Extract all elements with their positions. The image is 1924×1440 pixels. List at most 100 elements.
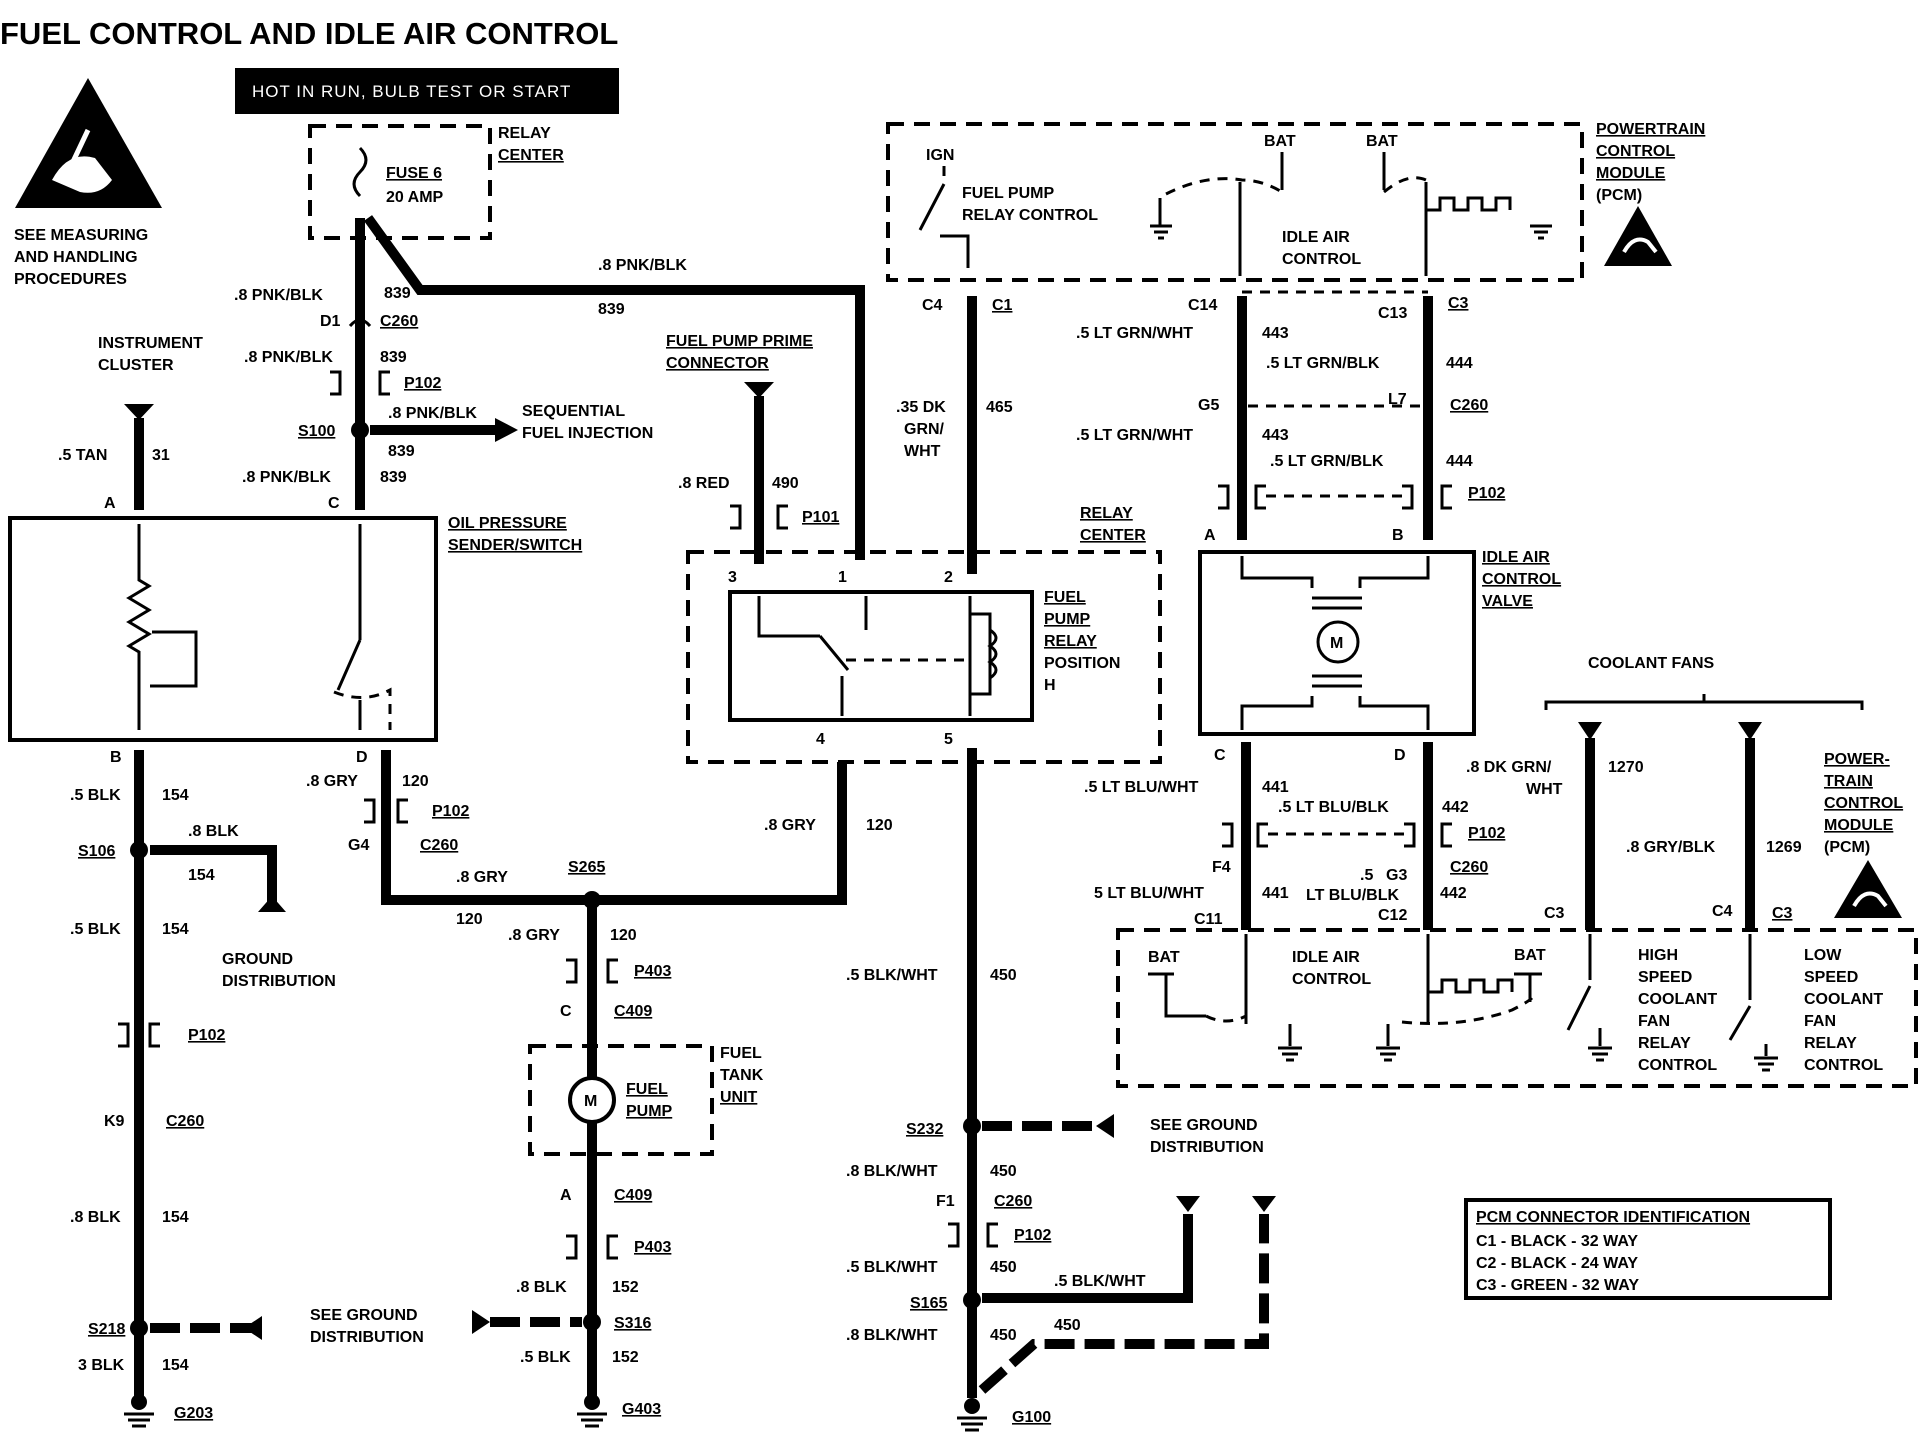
- wire-450-label-a: .5 BLK/WHT: [846, 967, 938, 984]
- high-speed-6: CONTROL: [1638, 1057, 1717, 1074]
- pin-a-iac: A: [1204, 527, 1216, 544]
- coolant-fans-bracket: [1544, 694, 1864, 710]
- conn-g100: G100: [1012, 1409, 1051, 1426]
- esd-note-1: SEE MEASURING: [14, 227, 148, 244]
- pcm-label-4: (PCM): [1596, 187, 1642, 204]
- p102-connector-a: [330, 370, 390, 396]
- low-speed-3: COOLANT: [1804, 991, 1883, 1008]
- wire-450-label-c: .5 BLK/WHT: [846, 1259, 938, 1276]
- ign-label: IGN: [926, 147, 954, 164]
- wire-154-num-c: 154: [162, 921, 189, 938]
- hot-banner-text: HOT IN RUN, BULB TEST OR START: [252, 82, 571, 101]
- wire-444-num-a: 444: [1446, 355, 1473, 372]
- low-speed-4: FAN: [1804, 1013, 1836, 1030]
- wire-444-label-a: .5 LT GRN/BLK: [1266, 355, 1380, 372]
- fuel-pump-motor-m: M: [584, 1093, 597, 1110]
- pin-c-iac: C: [1214, 747, 1226, 764]
- prime-connector-terminal: [744, 382, 774, 398]
- wire-465-label-1: .35 DK: [896, 399, 946, 416]
- relay-center-box: [686, 550, 1162, 764]
- high-speed-relay-switch-icon: [1566, 934, 1612, 1062]
- pcm-ground-symbols-a: [1150, 224, 1552, 240]
- pin-b-opsw: B: [110, 749, 122, 766]
- fuel-pump-label-2: PUMP: [626, 1103, 673, 1120]
- wire-120-num-b: 120: [456, 911, 483, 928]
- iac-control-b-2: CONTROL: [1292, 971, 1371, 988]
- pcm-conn-row-1: C1 - BLACK - 32 WAY: [1476, 1233, 1638, 1250]
- pcm-iac-dash-a: [1165, 176, 1427, 196]
- esd-note-2: AND HANDLING: [14, 249, 138, 266]
- c260-pin-d1: [348, 318, 372, 328]
- wire-465-label-3: WHT: [904, 443, 941, 460]
- conn-g5: G5: [1198, 397, 1219, 414]
- ground-g203-icon: [124, 1394, 154, 1428]
- fuse-6-icon: [352, 146, 368, 198]
- wire-450-branch-b: [978, 1214, 1269, 1394]
- wire-443-num-b: 443: [1262, 427, 1289, 444]
- wire-154-num-e: 154: [162, 1357, 189, 1374]
- fp-relay-switch-icon: [757, 596, 868, 716]
- pcm-iac-driver-b-icon: [1244, 934, 1514, 1024]
- fp-relay-control-2: RELAY CONTROL: [962, 207, 1098, 224]
- hot-banner: [235, 68, 619, 114]
- wire-442-num-a: 442: [1442, 799, 1469, 816]
- bat-feeds-top: [1280, 152, 1386, 190]
- fp-relay-control-1: FUEL PUMP: [962, 185, 1054, 202]
- oil-pressure-2: SENDER/SWITCH: [448, 537, 582, 554]
- conn-c4-b: C4: [1712, 903, 1733, 920]
- wire-465-num: 465: [986, 399, 1013, 416]
- conn-k9: K9: [104, 1113, 125, 1130]
- sfi-label-1: SEQUENTIAL: [522, 403, 625, 420]
- wire-154-label-d: .8 BLK: [70, 1209, 121, 1226]
- wire-120-num-a: 120: [402, 773, 429, 790]
- conn-c13: C13: [1378, 305, 1407, 322]
- wire-120-label-d: .8 GRY: [508, 927, 560, 944]
- splice-s106: [130, 841, 148, 859]
- conn-c260-e: C260: [1450, 397, 1488, 414]
- iac-control-label-2: CONTROL: [1282, 251, 1361, 268]
- relay-pin-4: 4: [816, 731, 825, 748]
- fuel-tank-unit-3: UNIT: [720, 1089, 758, 1106]
- p403-connector-b: [566, 1234, 618, 1260]
- wire-839-label-e: .8 PNK/BLK: [242, 469, 331, 486]
- relay-pin-2: 2: [944, 569, 953, 586]
- wire-444-num-b: 444: [1446, 453, 1473, 470]
- bat-label-a: BAT: [1264, 133, 1296, 150]
- low-speed-relay-switch-icon: [1728, 934, 1778, 1072]
- wire-154-label-e: 3 BLK: [78, 1357, 125, 1374]
- sfi-label-2: FUEL INJECTION: [522, 425, 653, 442]
- conn-l7: L7: [1388, 391, 1407, 408]
- splice-s316: [583, 1313, 601, 1331]
- wire-1269-label: .8 GRY/BLK: [1626, 839, 1716, 856]
- high-speed-3: COOLANT: [1638, 991, 1717, 1008]
- fuel-tank-unit-2: TANK: [720, 1067, 764, 1084]
- conn-c260-c: C260: [420, 837, 458, 854]
- wire-443-label-a: .5 LT GRN/WHT: [1076, 325, 1193, 342]
- wire-839-num-a: 839: [384, 285, 411, 302]
- pcm-conn-title: PCM CONNECTOR IDENTIFICATION: [1476, 1209, 1750, 1226]
- see-ground-b1: SEE GROUND: [1150, 1117, 1258, 1134]
- iac-valve-windings-icon: [1240, 556, 1430, 730]
- conn-c12: C12: [1378, 907, 1407, 924]
- wire-465-label-2: GRN/: [904, 421, 945, 438]
- wire-154-label-a: .5 BLK: [70, 787, 121, 804]
- fuse-label: FUSE 6: [386, 165, 442, 182]
- wire-1270-label-2: WHT: [1526, 781, 1563, 798]
- pcm-label-3: MODULE: [1596, 165, 1666, 182]
- wire-441-num-a: 441: [1262, 779, 1289, 796]
- pcm-connector-id-box: [1464, 1198, 1832, 1300]
- conn-c260-d: C260: [994, 1193, 1032, 1210]
- wire-839-label-a: .8 PNK/BLK: [234, 287, 323, 304]
- wire-120-num-c: 120: [866, 817, 893, 834]
- pin-b-iac: B: [1392, 527, 1404, 544]
- p102-connector-e: [1218, 484, 1452, 510]
- ground-g100-icon: [957, 1398, 987, 1432]
- ground-distribution-2: DISTRIBUTION: [222, 973, 336, 990]
- pcm-iac-dash-b: [1205, 996, 1534, 1025]
- fan-ground-terminal-a: [1176, 1196, 1200, 1212]
- see-ground-b2: DISTRIBUTION: [1150, 1139, 1264, 1156]
- instrument-cluster-terminal: [124, 404, 154, 420]
- wire-154-label-c: .5 BLK: [70, 921, 121, 938]
- wire-441-num-b: 441: [1262, 885, 1289, 902]
- wire-490-label: .8 RED: [678, 475, 730, 492]
